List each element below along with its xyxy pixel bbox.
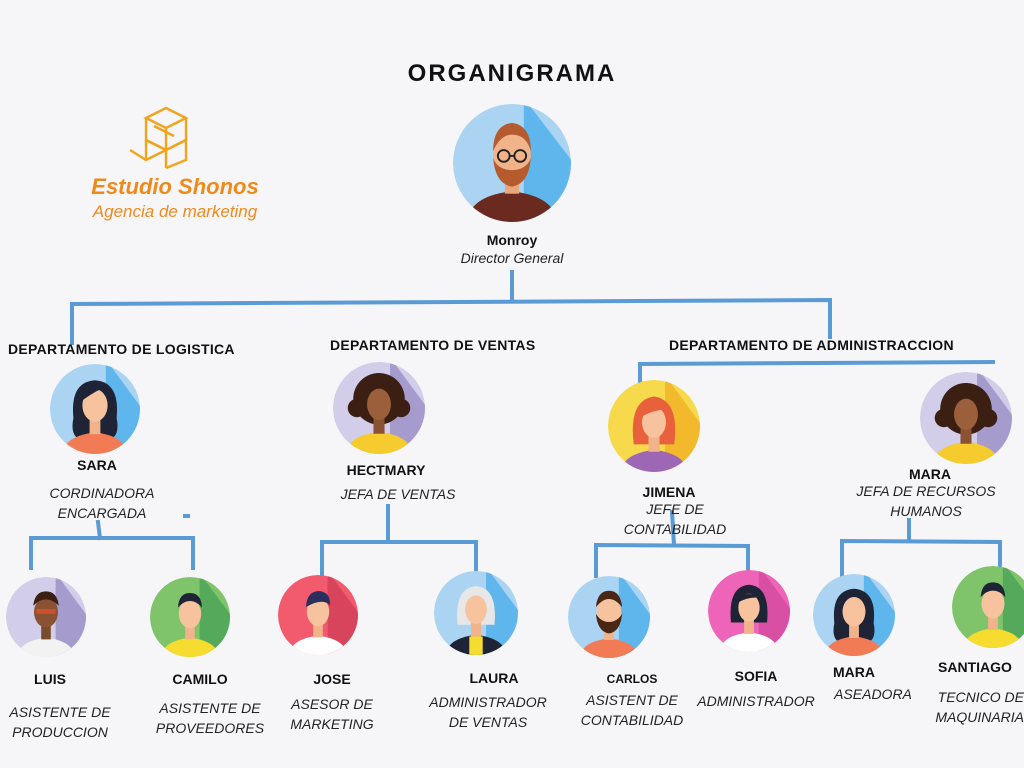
carlos-role: ASISTENT DE CONTABILIDAD [580,692,684,728]
director-name: Monroy [486,232,538,248]
sara-name: SARA [77,457,117,473]
mara-staff-role: ASEADORA [834,686,912,702]
dept-title-administration: DEPARTAMENTO DE ADMINISTRACCION [669,337,954,353]
dept-title-sales: DEPARTAMENTO DE VENTAS [330,337,536,353]
mara-manager-name: MARA [909,466,951,482]
connector-top-bar [70,297,832,345]
sofia-role: ADMINISTRADOR [697,693,815,709]
jimena-name: JIMENA [642,484,696,500]
hectmary-name: HECTMARY [346,462,426,478]
mara-staff-name: MARA [833,664,875,680]
mara-manager-avatar [920,372,1012,464]
dept-title-logistics: DEPARTAMENTO DE LOGISTICA [8,341,235,357]
jose-role: ASESOR DE MARKETING [290,696,374,732]
santiago-role: TECNICO DE MAQUINARIA [935,689,1024,725]
page-title: ORGANIGRAMA [407,60,617,87]
sofia-avatar [708,570,790,652]
mara-staff-avatar [813,574,895,656]
carlos-name: CARLOS [606,672,658,686]
jose-avatar [278,575,358,655]
luis-role: ASISTENTE DE PRODUCCION [9,704,111,740]
cubes-logo-icon [129,106,189,170]
carlos-avatar [568,576,650,658]
jimena-role: JEFE DE CONTABILIDAD [623,501,727,537]
mara-manager-role: JEFA DE RECURSOS HUMANOS [856,483,996,519]
laura-role: ADMINISTRADOR DE VENTAS [429,694,547,730]
santiago-name: SANTIAGO [938,659,1012,675]
sofia-name: SOFIA [734,668,778,684]
connector-logistics-bar [29,536,195,570]
jimena-avatar [608,380,700,472]
connector-accounting-bar [594,542,750,578]
laura-name: LAURA [469,670,519,686]
luis-name: LUIS [34,671,66,687]
luis-avatar [6,577,86,657]
connector-hr-bar [840,538,1002,580]
hectmary-role: JEFA DE VENTAS [340,486,456,502]
sara-role: CORDINADORA ENCARGADA [49,485,155,521]
connector-sales-bar [320,540,478,578]
laura-avatar [434,571,518,655]
santiago-avatar [952,566,1024,648]
sara-avatar [50,364,140,454]
camilo-name: CAMILO [172,671,228,687]
director-role: Director General [460,250,564,266]
logo-tagline: Agencia de marketing [92,202,258,221]
camilo-avatar [150,577,230,657]
connector-sara-down [95,519,103,541]
director-avatar [453,104,571,222]
jose-name: JOSE [313,671,351,687]
hectmary-avatar [333,362,425,454]
logo-name: Estudio Shonos [91,174,259,199]
camilo-role: ASISTENTE DE PROVEEDORES [155,700,265,736]
connector-jimena-down [669,509,677,548]
